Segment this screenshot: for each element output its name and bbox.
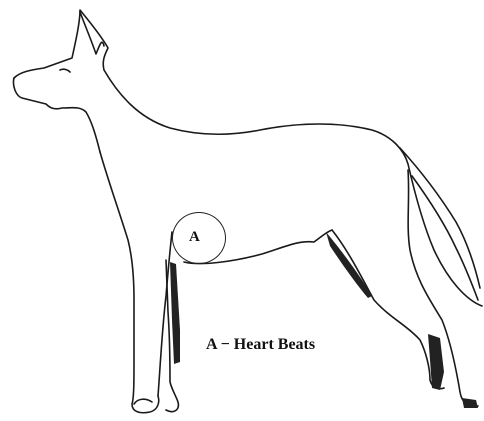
dog-hind-leg-outline <box>332 230 444 389</box>
legend-heart-beats: A − Heart Beats <box>206 336 315 354</box>
dog-ear-inner <box>80 12 104 54</box>
dog-front-paw <box>134 399 152 404</box>
dog-shading-front-leg <box>170 262 180 364</box>
dog-muzzle-outline <box>13 78 100 152</box>
dog-tail-inner <box>412 176 478 300</box>
dog-shading-hind-paw <box>462 398 478 408</box>
dog-head-outline <box>14 10 482 306</box>
dog-eye <box>60 69 70 72</box>
dog-shading-hind-thigh <box>326 232 372 298</box>
dog-chest-outline <box>100 152 159 413</box>
heart-marker-letter: A <box>189 229 200 246</box>
